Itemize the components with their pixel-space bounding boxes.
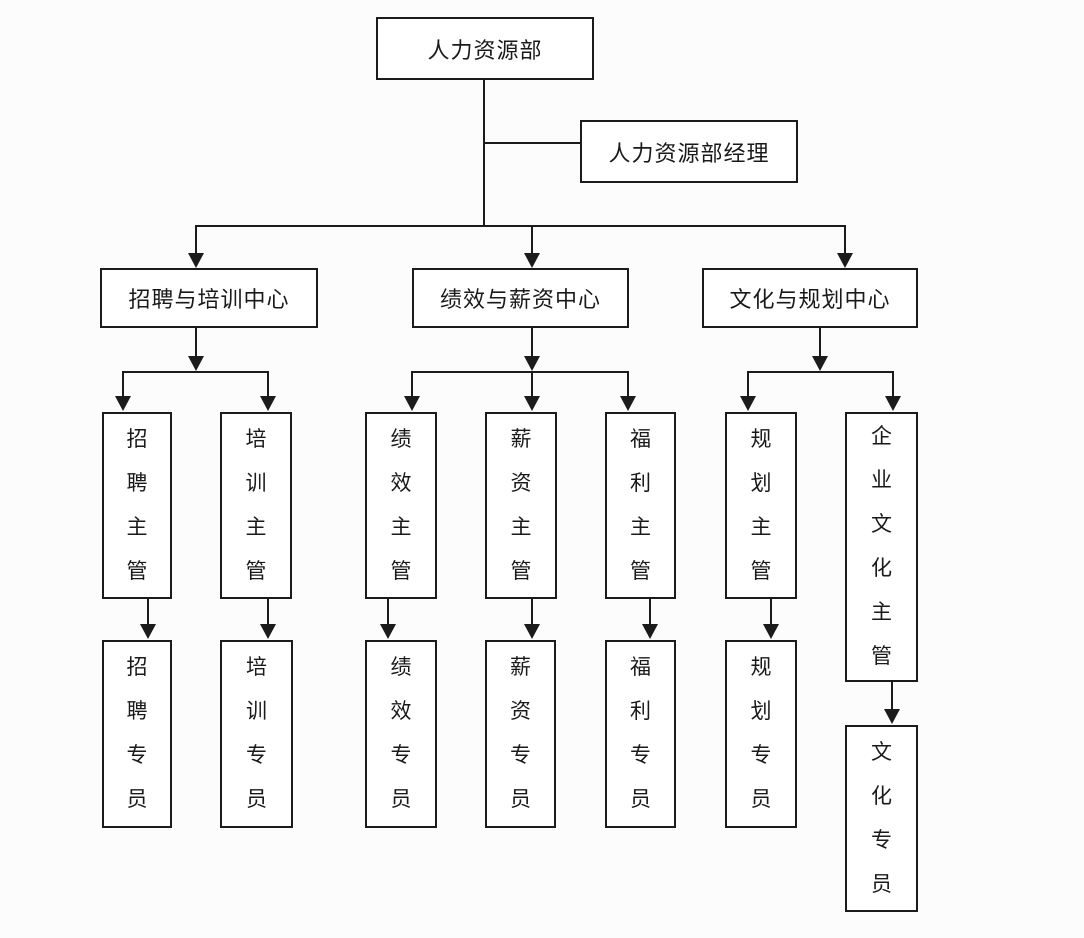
tree-arrows <box>115 226 901 724</box>
tree-lines <box>122 80 894 373</box>
node-hr-department: 人力资源部 <box>376 17 594 80</box>
node-training-specialist: 培训专员 <box>220 640 293 828</box>
arrow-head-icon <box>140 624 156 639</box>
node-welfare-supervisor: 福利主管 <box>605 412 676 599</box>
arrow-head-icon <box>837 253 853 268</box>
node-performance-supervisor: 绩效主管 <box>365 412 437 599</box>
arrow-head-icon <box>812 356 828 371</box>
node-label: 培训专员 <box>246 656 267 811</box>
node-label: 招聘主管 <box>126 427 148 583</box>
arrow-head-icon <box>885 396 901 411</box>
node-training-supervisor: 培训主管 <box>220 412 292 599</box>
arrow-head-icon <box>642 624 658 639</box>
node-planning-specialist: 规划专员 <box>725 640 797 828</box>
node-culture-specialist: 文化专员 <box>845 725 918 912</box>
arrow-head-icon <box>260 624 276 639</box>
node-hr-manager: 人力资源部经理 <box>580 120 798 183</box>
node-label: 企业文化主管 <box>871 425 892 668</box>
node-label: 文化与规划中心 <box>729 287 891 312</box>
node-recruit-supervisor: 招聘主管 <box>102 412 172 599</box>
node-recruit-training-center: 招聘与培训中心 <box>100 268 318 328</box>
node-label: 薪资专员 <box>510 656 531 811</box>
node-label: 培训主管 <box>245 427 267 583</box>
arrow-head-icon <box>884 709 900 724</box>
node-label: 人力资源部经理 <box>608 140 770 166</box>
arrow-head-icon <box>763 624 779 639</box>
arrow-head-icon <box>524 253 540 268</box>
arrow-head-icon <box>404 396 420 411</box>
node-label: 招聘与培训中心 <box>128 287 290 312</box>
node-label: 招聘专员 <box>126 656 148 811</box>
arrow-head-icon <box>620 396 636 411</box>
arrow-head-icon <box>524 356 540 371</box>
node-performance-salary-center: 绩效与薪资中心 <box>412 268 629 328</box>
arrow-head-icon <box>524 624 540 639</box>
node-label: 人力资源部 <box>427 37 543 63</box>
node-label: 规划专员 <box>750 656 772 811</box>
arrow-head-icon <box>740 396 756 411</box>
node-performance-specialist: 绩效专员 <box>365 640 437 828</box>
node-planning-supervisor: 规划主管 <box>725 412 797 599</box>
node-label: 薪资主管 <box>510 427 532 583</box>
node-salary-supervisor: 薪资主管 <box>485 412 557 599</box>
node-welfare-specialist: 福利专员 <box>605 640 676 828</box>
arrow-head-icon <box>188 356 204 371</box>
node-recruit-specialist: 招聘专员 <box>102 640 172 828</box>
node-culture-planning-center: 文化与规划中心 <box>702 268 918 328</box>
node-corporate-culture-supervisor: 企业文化主管 <box>845 412 918 682</box>
arrow-head-icon <box>380 624 396 639</box>
node-label: 福利主管 <box>630 427 651 583</box>
node-label: 绩效专员 <box>390 656 412 811</box>
node-label: 绩效主管 <box>390 427 412 583</box>
arrow-head-icon <box>524 396 540 411</box>
arrow-head-icon <box>260 396 276 411</box>
node-label: 福利专员 <box>630 656 651 811</box>
node-label: 规划主管 <box>750 427 772 583</box>
node-label: 文化专员 <box>871 740 892 896</box>
arrow-head-icon <box>115 396 131 411</box>
node-label: 绩效与薪资中心 <box>439 287 601 312</box>
node-salary-specialist: 薪资专员 <box>485 640 556 828</box>
arrow-head-icon <box>188 253 204 268</box>
